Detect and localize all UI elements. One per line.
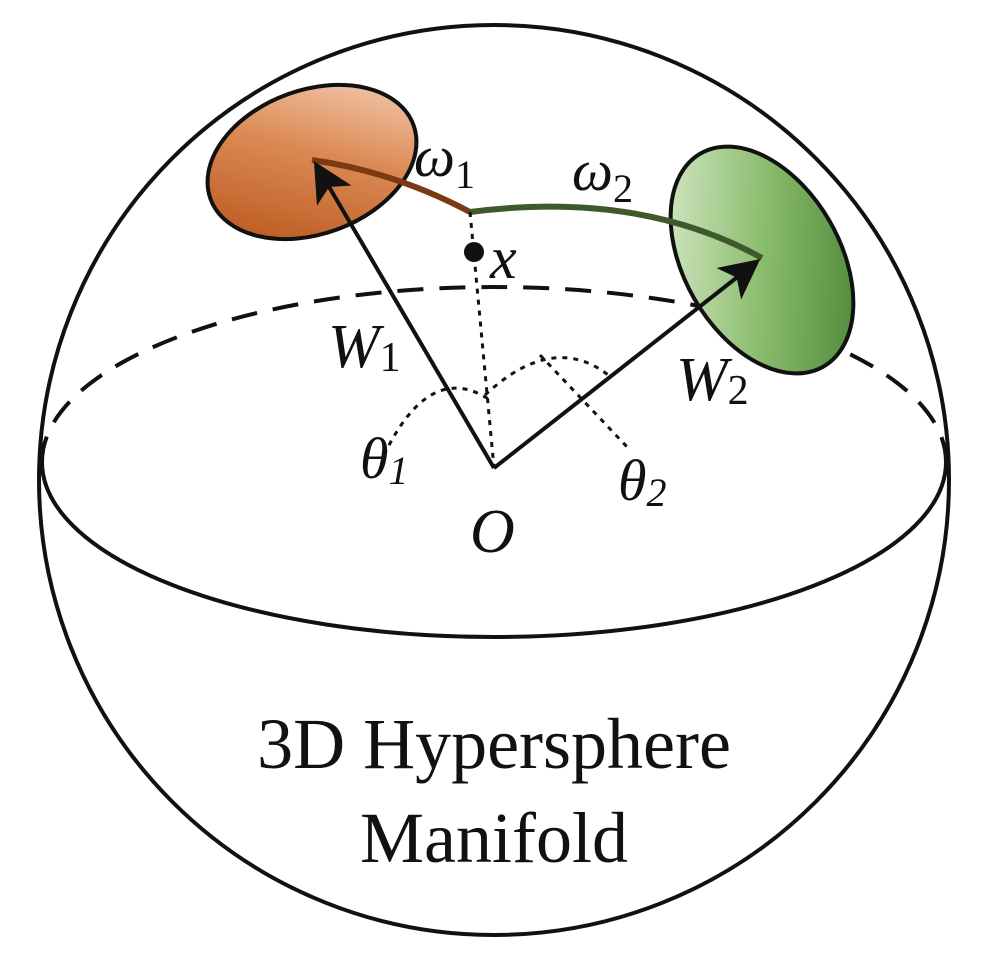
sphere-outline — [37, 23, 951, 937]
theta-1-label: θ1 — [360, 426, 409, 493]
w1-label: W1 — [328, 313, 401, 381]
theta-2-label: θ2 — [618, 448, 667, 515]
x-label: x — [489, 225, 517, 291]
caption-line-1: 3D Hypersphere — [257, 704, 731, 784]
origin-label: O — [470, 498, 515, 566]
cluster-2-ellipse — [668, 144, 856, 376]
point-x-dot — [464, 242, 484, 262]
w2-vector — [492, 259, 761, 470]
theta-1-angle-arc — [382, 386, 491, 456]
omega-2-label: ω2 — [572, 138, 633, 211]
w1-vector — [313, 161, 496, 470]
theta-2-angle-arc — [483, 356, 613, 397]
theta-2-leader-line — [538, 353, 632, 452]
omega-2-arc — [469, 203, 764, 261]
equator-back-dashed — [40, 285, 948, 463]
caption-line-2: Manifold — [360, 798, 628, 878]
omega-1-label: ω1 — [414, 124, 475, 197]
equator-front — [40, 461, 948, 639]
w2-label: W2 — [676, 346, 749, 414]
